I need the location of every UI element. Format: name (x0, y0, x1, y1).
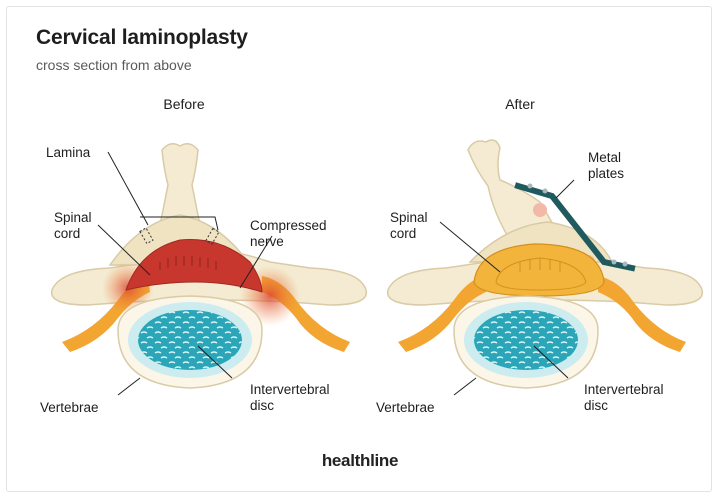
before-diagram (50, 143, 368, 396)
before-panel-title: Before (163, 96, 205, 112)
diagram-title: Cervical laminoplasty (36, 26, 248, 49)
diagram-subtitle: cross section from above (36, 57, 192, 73)
label-before-disc: Intervertebral disc (250, 382, 330, 413)
after-panel-title: After (505, 96, 535, 112)
label-after-vertebrae: Vertebrae (376, 400, 435, 415)
label-lamina: Lamina (46, 145, 91, 160)
before-disc (138, 310, 242, 370)
label-before-vertebrae: Vertebrae (40, 400, 99, 415)
after-left-nerve (398, 276, 486, 352)
after-spinal-cord (473, 243, 605, 297)
label-after-spinal-cord: Spinal cord (390, 210, 428, 241)
after-diagram (386, 139, 704, 396)
label-before-spinal-cord: Spinal cord (54, 210, 92, 241)
before-compressed-cord (125, 238, 263, 293)
label-after-disc: Intervertebral disc (584, 382, 664, 413)
label-compressed-nerve: Compressed nerve (250, 218, 327, 249)
before-spinous-process (159, 143, 201, 226)
label-metal-plates: Metal plates (588, 150, 625, 181)
after-metal-plate (514, 182, 636, 272)
brand-logo: healthline (321, 451, 399, 470)
after-disc (474, 310, 578, 370)
image-frame (6, 6, 712, 492)
after-right-nerve (598, 276, 686, 352)
